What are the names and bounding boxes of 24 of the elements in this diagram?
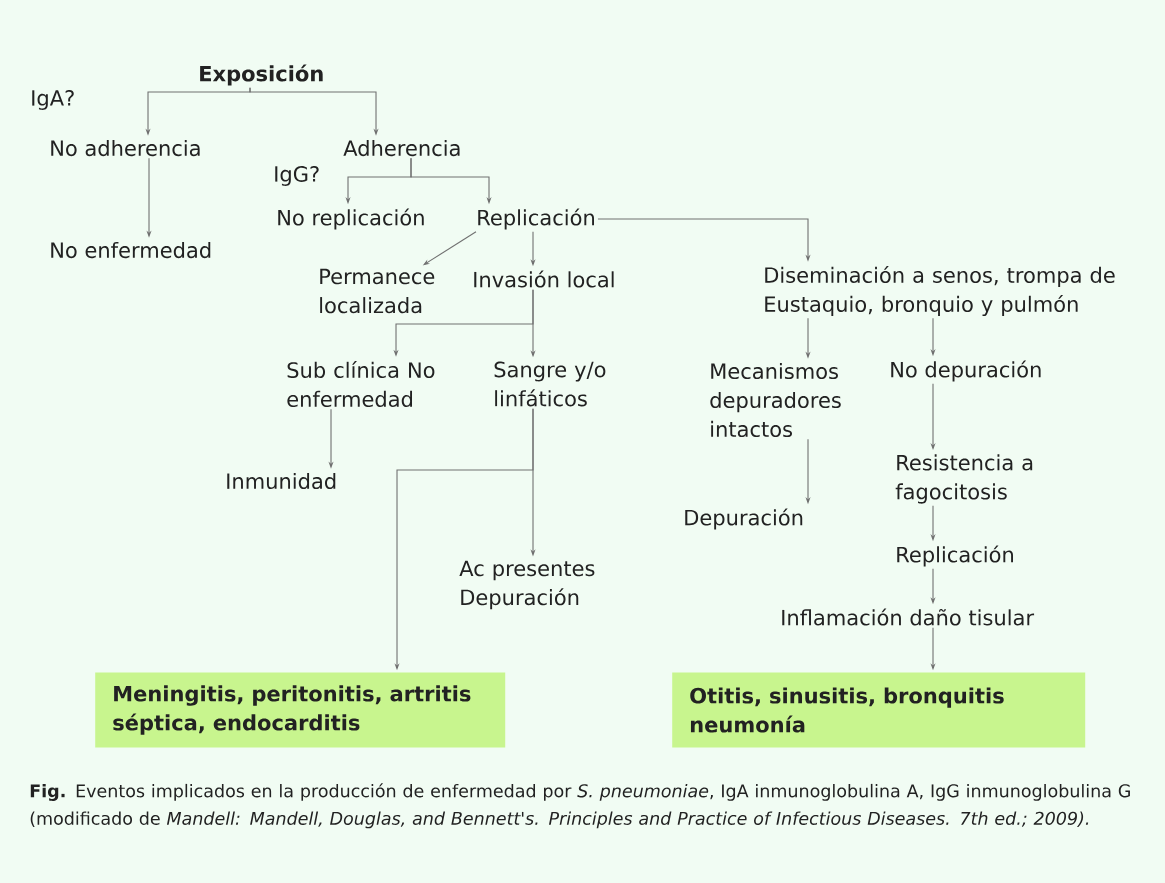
question-label: IgG?	[275, 166, 319, 186]
outcome-box: Otitis, sinusitis, bronquitis neumonía	[672, 672, 1086, 748]
step-text: Mecanismos depuradores intactos	[710, 362, 841, 438]
step-text: Permanece localizada	[320, 268, 435, 314]
step-text: Replicación	[478, 208, 594, 230]
step-text: No replicación	[278, 208, 424, 230]
step-text: Inmunidad	[227, 472, 336, 490]
caption: Fig. Eventos implicados en la producción de enfermedad por S. pneumoniae, IgA inmunoglobulina A, IgG inmunoglobulina G (modificado de Mandell: Mandell, Douglas, and Bennett's. Principles and Practice of Infectious Diseases. 7th ed.; 2009).	[30, 783, 1130, 829]
step-text: Inflamación daño tisular	[782, 608, 1035, 626]
heading-text: Exposición	[200, 64, 323, 86]
step-text: No depuración	[891, 360, 1041, 382]
step-text: Invasión local	[474, 270, 614, 288]
step-text: Ac presentes Depuración	[459, 560, 595, 610]
step-text: Replicación	[897, 545, 1013, 567]
outcome-box: Meningitis, peritonitis, artritis séptica, endocarditis	[95, 672, 506, 748]
step-text: Diseminación a senos, trompa de Eustaquio, bronquio y pulmón	[765, 265, 1115, 317]
step-text: Adherencia	[343, 139, 460, 157]
step-text: Sangre y/o linfáticos	[494, 361, 606, 407]
question-label: IgA?	[32, 90, 74, 110]
step-text: Resistencia a fagocitosis	[895, 454, 1033, 504]
step-text: Depuración	[685, 508, 803, 530]
step-text: No enfermedad	[51, 241, 211, 259]
step-text: No adherencia	[51, 139, 200, 157]
step-text: Sub clínica No enfermedad	[287, 360, 435, 408]
